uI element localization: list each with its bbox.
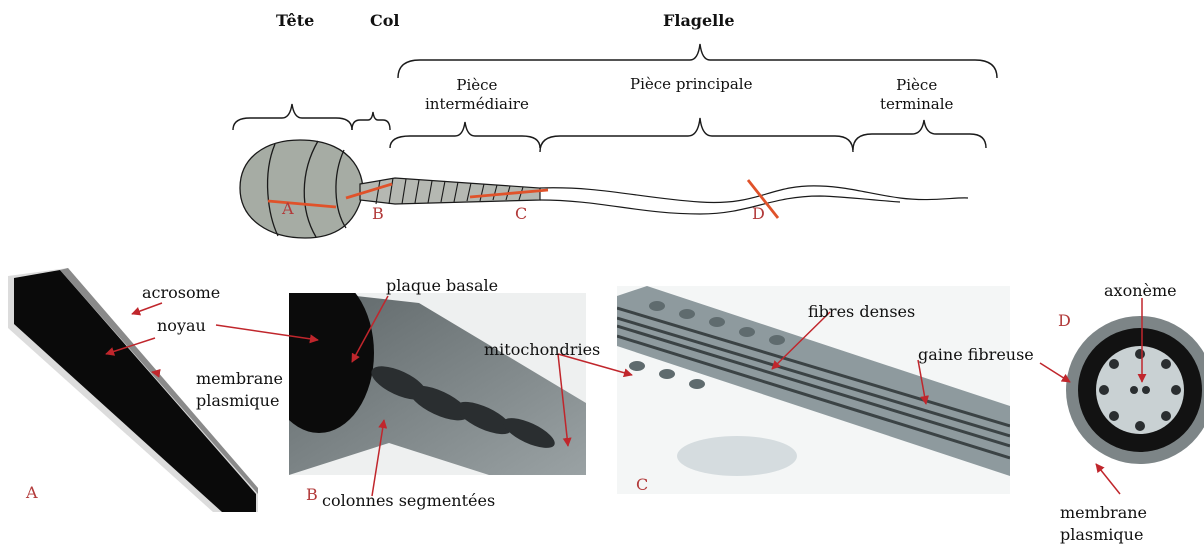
arrow-membrane-a: [152, 372, 158, 373]
arrow-plaque-basale: [352, 296, 388, 362]
arrow-noyau-a: [106, 338, 155, 354]
arrow-gaine-fibreuse-d: [1040, 363, 1070, 382]
panel-letter-a: A: [26, 484, 38, 501]
label-colonnes-segmentees: colonnes segmentées: [322, 492, 495, 509]
panel-letter-d: D: [1058, 312, 1071, 329]
arrow-colonnes: [372, 420, 384, 496]
label-plaque-basale: plaque basale: [386, 277, 498, 294]
label-axoneme: axonème: [1104, 282, 1177, 299]
arrow-membrane-d: [1096, 464, 1120, 494]
label-noyau: noyau: [157, 317, 206, 334]
label-membrane-plasmique-a: membrane plasmique: [196, 368, 283, 412]
panel-letter-b: B: [306, 486, 318, 503]
label-acrosome: acrosome: [142, 284, 220, 301]
label-gaine-fibreuse: gaine fibreuse: [918, 346, 1034, 363]
arrow-mitochondries-b: [558, 354, 568, 446]
label-fibres-denses: fibres denses: [808, 303, 915, 320]
label-membrane-plasmique-d: membrane plasmique: [1060, 502, 1147, 546]
arrow-gaine-fibreuse-c: [918, 360, 926, 404]
arrow-noyau-b: [216, 325, 318, 340]
arrow-acrosome: [132, 303, 162, 314]
label-mitochondries: mitochondries: [484, 341, 600, 358]
panel-letter-c: C: [636, 476, 648, 493]
